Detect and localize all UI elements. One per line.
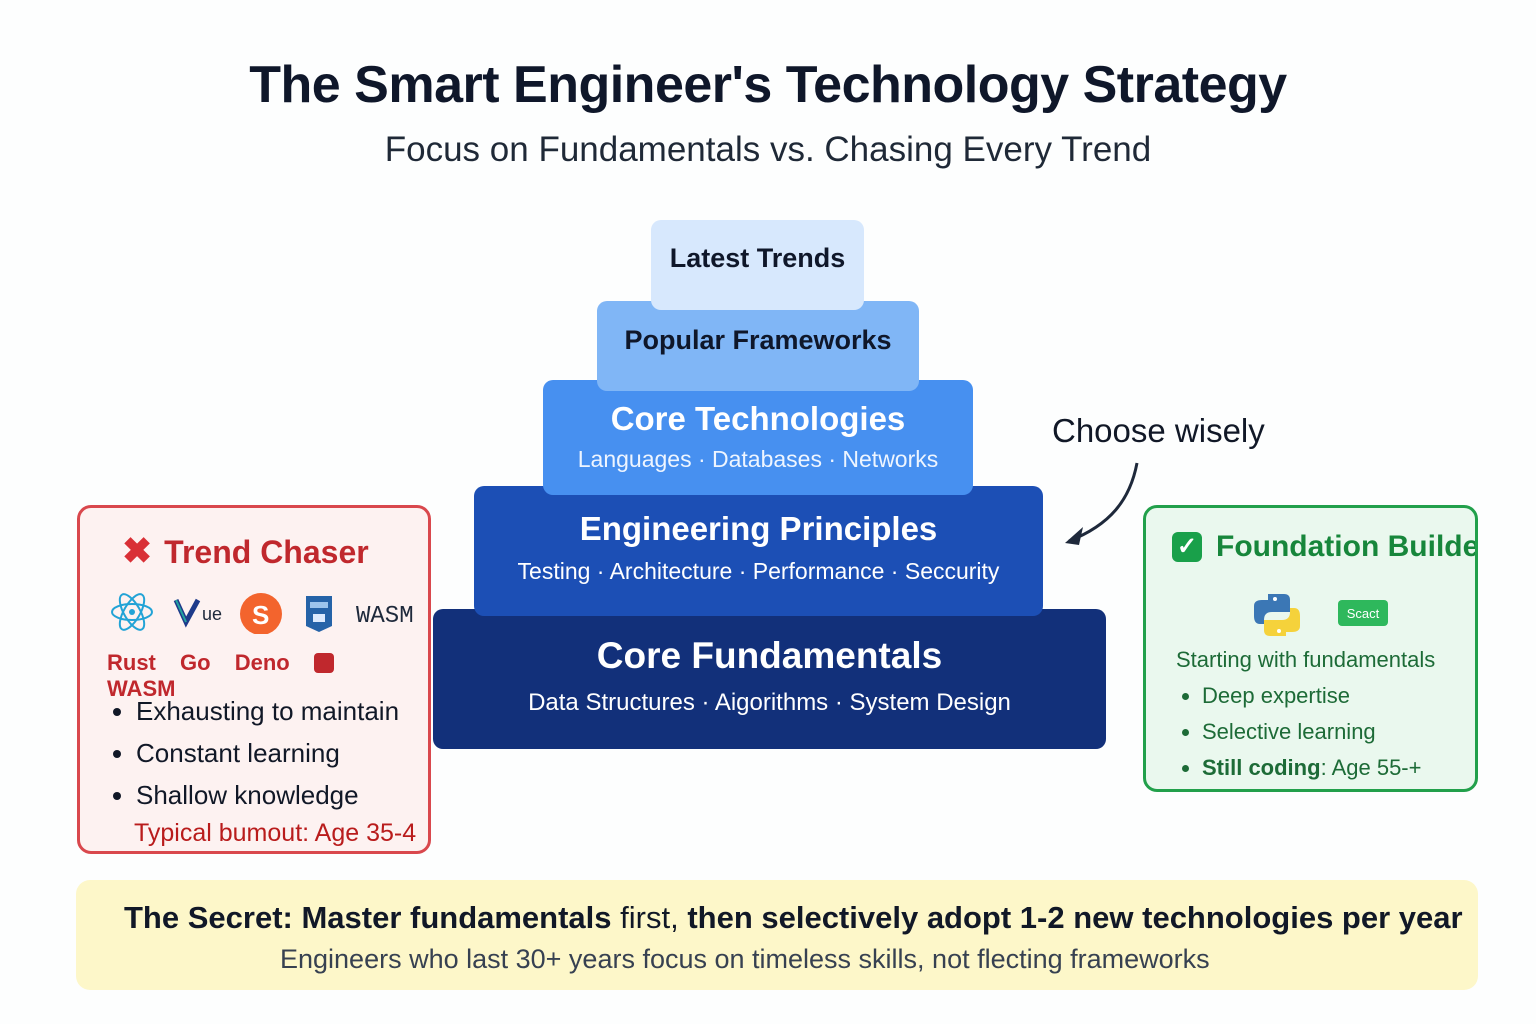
choose-wisely-label: Choose wisely xyxy=(1052,412,1265,449)
foundation-points: Deep expertise Selective learning Still … xyxy=(1180,683,1421,789)
list-item: Exhausting to maintain xyxy=(136,696,399,727)
curved-arrow-icon xyxy=(1065,462,1139,545)
tech-name: Deno xyxy=(234,650,290,675)
trend-logos: ue S WASM xyxy=(111,593,414,634)
tier-subtitle: Data Structures · Aigorithms · System De… xyxy=(528,689,1011,716)
badge-logo-icon xyxy=(306,596,332,632)
tier-core-technologies: Core Technologies Languages · Databases … xyxy=(543,380,973,495)
list-item: Still coding: Age 55-+ xyxy=(1202,755,1421,781)
tier-name: Core Fundamentals xyxy=(596,635,943,676)
burnout-note: Typical bumout: Age 35-4 xyxy=(134,819,417,847)
svelte-logo-text: S xyxy=(252,600,269,630)
secret-headline: The Secret: Master fundamentals first, t… xyxy=(124,900,1463,936)
tier-popular-frameworks: Popular Frameworks xyxy=(597,301,919,391)
svelte-logo-icon: S xyxy=(240,593,282,634)
foundation-builder-heading: ✓ Foundation Builder xyxy=(1172,530,1478,564)
secret-subline: Engineers who last 30+ years focus on ti… xyxy=(280,944,1210,974)
x-mark-icon: ✖ xyxy=(122,530,153,571)
list-item: Selective learning xyxy=(1202,719,1421,745)
tech-name: WASM xyxy=(107,650,342,701)
tier-core-fundamentals: Core Fundamentals Data Structures · Aigo… xyxy=(433,609,1106,749)
wasm-small-icon xyxy=(313,653,334,673)
secret-bold-a: The Secret: Master fundamentals xyxy=(124,900,612,935)
trend-tech-names: Rust Go Deno WASM xyxy=(107,650,428,702)
foundation-intro: Starting with fundamentals xyxy=(1176,647,1436,672)
secret-bold-b: then selectively adopt 1-2 new technolog… xyxy=(687,900,1463,935)
tier-name: Engineering Principles xyxy=(579,510,938,547)
tier-engineering-principles: Engineering Principles Testing · Archite… xyxy=(474,486,1043,616)
tier-latest-trends: Latest Trends xyxy=(651,220,864,310)
secret-normal: first, xyxy=(611,900,688,935)
tier-name: Popular Frameworks xyxy=(624,325,892,355)
tier-name: Core Technologies xyxy=(610,400,906,437)
tier-subtitle: Testing · Architecture · Performance · S… xyxy=(517,558,1000,584)
checkbox-icon: ✓ xyxy=(1172,532,1202,562)
foundation-builder-title: Foundation Builder xyxy=(1216,530,1478,563)
scact-badge-text: Scact xyxy=(1347,606,1380,621)
trend-chaser-card: ✖ Trend Chaser ue S WASM Rust Go Deno xyxy=(77,505,431,854)
foundation-logos: Scact xyxy=(1254,594,1388,636)
vue-logo-text: ue xyxy=(202,604,222,624)
tech-name: Rust xyxy=(107,650,156,675)
tier-subtitle: Languages · Databases · Networks xyxy=(577,446,939,472)
page-title: The Smart Engineer's Technology Strategy xyxy=(249,56,1287,114)
scact-badge-icon: Scact xyxy=(1338,600,1388,626)
list-item: Constant learning xyxy=(136,738,399,769)
trend-chaser-title: Trend Chaser xyxy=(164,534,369,570)
page-subtitle: Focus on Fundamentals vs. Chasing Every … xyxy=(384,130,1152,169)
tier-name: Latest Trends xyxy=(669,243,846,273)
python-logo-icon xyxy=(1254,594,1300,636)
list-item: Shallow knowledge xyxy=(136,780,399,811)
tech-name: Go xyxy=(180,650,211,675)
trend-chaser-heading: ✖ Trend Chaser xyxy=(122,530,369,572)
wasm-text-icon: WASM xyxy=(356,603,414,630)
trend-chaser-points: Exhausting to maintain Constant learning… xyxy=(110,696,399,822)
react-atom-icon xyxy=(111,593,153,631)
still-coding-age: : Age 55-+ xyxy=(1320,755,1422,780)
foundation-builder-card: ✓ Foundation Builder Scact Starting with … xyxy=(1143,505,1478,792)
secret-callout: The Secret: Master fundamentals first, t… xyxy=(76,880,1478,990)
wasm-logo-text: WASM xyxy=(356,603,414,630)
vue-logo-icon: ue xyxy=(173,598,222,628)
list-item: Deep expertise xyxy=(1202,683,1421,709)
still-coding-label: Still coding xyxy=(1202,755,1321,780)
